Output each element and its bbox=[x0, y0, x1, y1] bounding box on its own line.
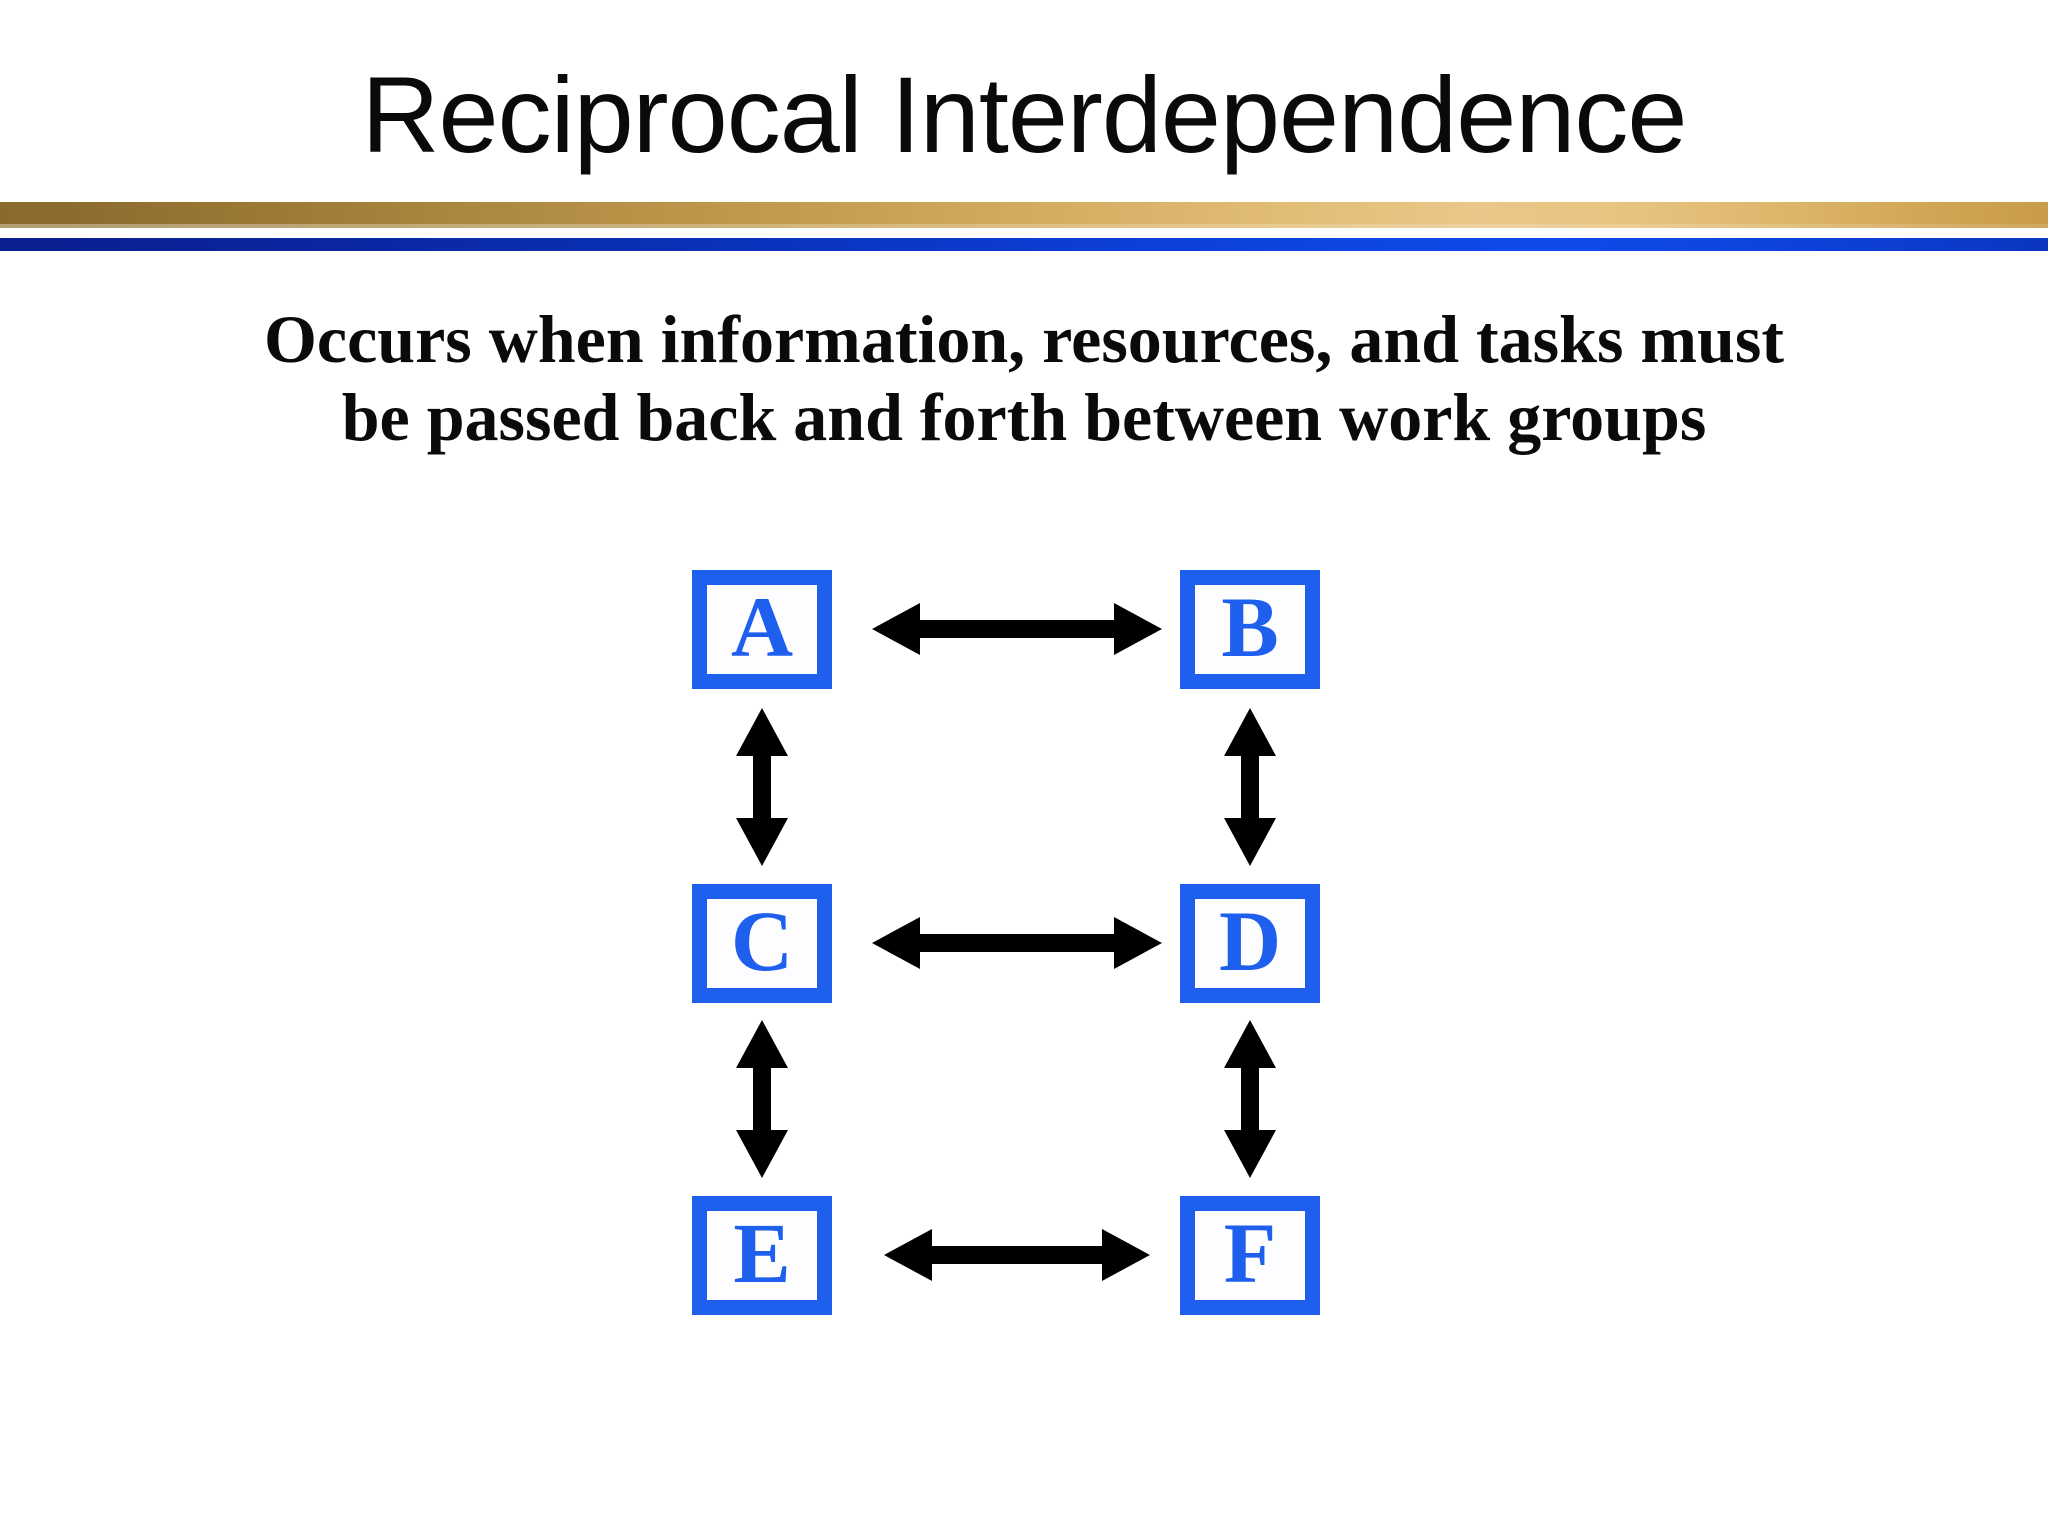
subtitle-line-1: Occurs when information, resources, and … bbox=[264, 301, 1784, 377]
arrow-b-d-double-icon bbox=[1217, 708, 1283, 866]
node-b-label: B bbox=[1221, 578, 1279, 675]
node-b[interactable]: B bbox=[1180, 570, 1320, 689]
subtitle-block: Occurs when information, resources, and … bbox=[90, 300, 1958, 456]
node-d[interactable]: D bbox=[1180, 884, 1320, 1003]
arrow-c-e-double-icon bbox=[729, 1020, 795, 1178]
node-c-label: C bbox=[730, 892, 794, 989]
node-d-label: D bbox=[1218, 892, 1282, 989]
node-a[interactable]: A bbox=[692, 570, 832, 689]
arrow-e-f-double-icon bbox=[884, 1222, 1150, 1288]
arrow-c-d-double-icon bbox=[872, 910, 1162, 976]
node-f-label: F bbox=[1223, 1204, 1277, 1301]
interdependence-diagram: A B C D E F bbox=[0, 520, 2048, 1400]
node-e[interactable]: E bbox=[692, 1196, 832, 1315]
arrow-a-b-double-icon bbox=[872, 596, 1162, 662]
gold-divider-bar bbox=[0, 202, 2048, 228]
node-f[interactable]: F bbox=[1180, 1196, 1320, 1315]
node-a-label: A bbox=[730, 578, 794, 675]
page-title: Reciprocal Interdependence bbox=[361, 54, 1688, 175]
blue-divider-bar bbox=[0, 238, 2048, 251]
subtitle-line-2: be passed back and forth between work gr… bbox=[341, 379, 1707, 456]
arrow-d-f-double-icon bbox=[1217, 1020, 1283, 1178]
arrow-a-c-double-icon bbox=[729, 708, 795, 866]
node-c[interactable]: C bbox=[692, 884, 832, 1003]
node-e-label: E bbox=[733, 1204, 791, 1301]
